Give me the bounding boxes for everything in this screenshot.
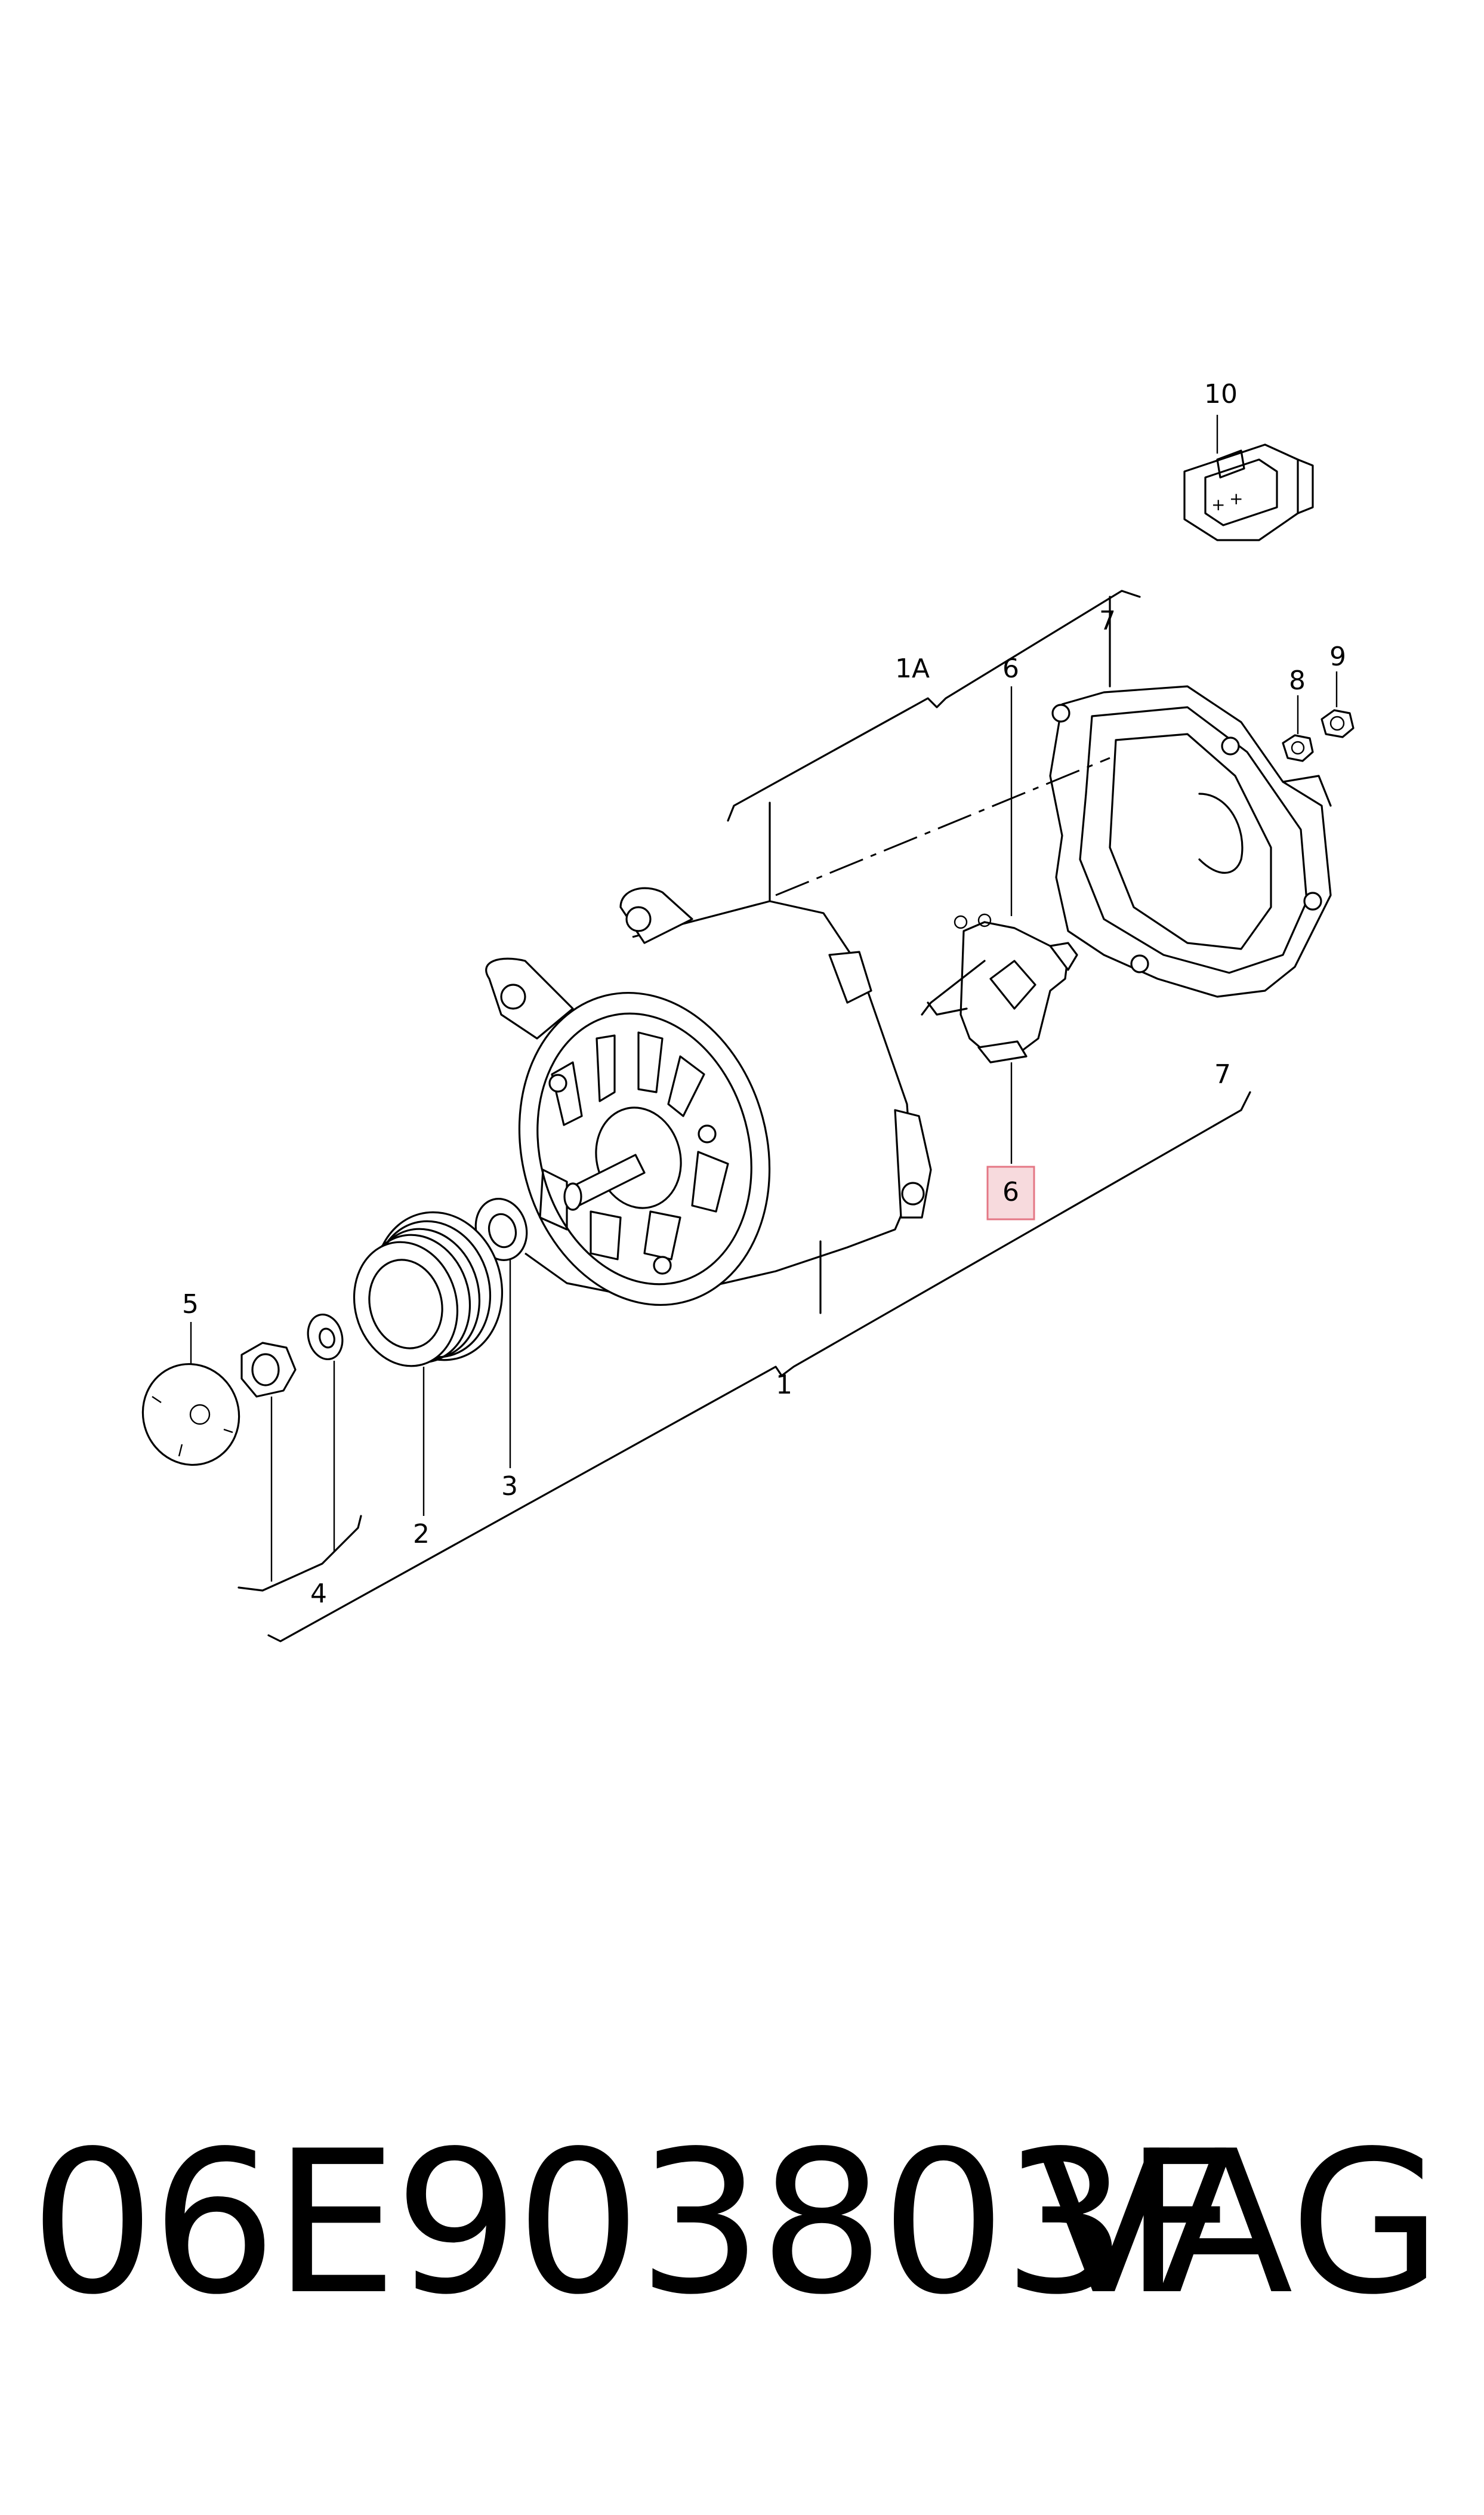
alternator-housing-part: [485, 887, 932, 1314]
callout-1a[interactable]: 1A: [895, 654, 930, 684]
assembly-bracket-1a: [727, 590, 1141, 902]
callout-2[interactable]: 2: [413, 1519, 430, 1549]
callout-7-bottom[interactable]: 7: [1214, 1059, 1231, 1090]
svg-text:+: +: [1211, 495, 1225, 514]
callout-3[interactable]: 3: [501, 1471, 518, 1502]
connector-part: + +: [1183, 415, 1314, 541]
exploded-parts-diagram: + +: [141, 379, 1355, 1642]
highlight-box: [986, 1166, 1035, 1220]
belt-pulley-part: [353, 1211, 504, 1516]
callout-4[interactable]: 4: [310, 1579, 327, 1609]
caption-footer: 06E903803F VAG: [0, 2125, 1484, 2375]
cover-cap-part: [141, 1322, 240, 1466]
washer-part: [307, 1313, 344, 1552]
svg-text:+: +: [1229, 489, 1243, 508]
cap-nut-part: [1282, 695, 1314, 762]
callout-10[interactable]: 10: [1204, 379, 1238, 409]
rear-cover-part: [1049, 685, 1332, 998]
assembly-axis: [775, 757, 1110, 896]
callout-1[interactable]: 1: [776, 1370, 792, 1400]
callout-6-top[interactable]: 6: [1002, 654, 1019, 684]
callout-5[interactable]: 5: [182, 1289, 199, 1320]
callout-labels: 10 7 1A 6 8 9 7 6 5 1 3 2 4: [182, 379, 1346, 1609]
hex-nut-part: [240, 1342, 297, 1582]
callout-6-bottom[interactable]: 6: [1002, 1177, 1019, 1207]
assembly-bracket-1: [267, 1091, 1251, 1642]
part-number: 06E903803F: [30, 2109, 1238, 2338]
bracket-4: [237, 1515, 362, 1592]
nut-part: [1321, 671, 1355, 738]
brand-name: VAG: [1036, 2109, 1442, 2338]
callout-7-top[interactable]: 7: [1099, 606, 1116, 636]
callout-9[interactable]: 9: [1329, 642, 1346, 672]
voltage-regulator-part: [921, 686, 1078, 1164]
callout-8[interactable]: 8: [1289, 665, 1306, 696]
